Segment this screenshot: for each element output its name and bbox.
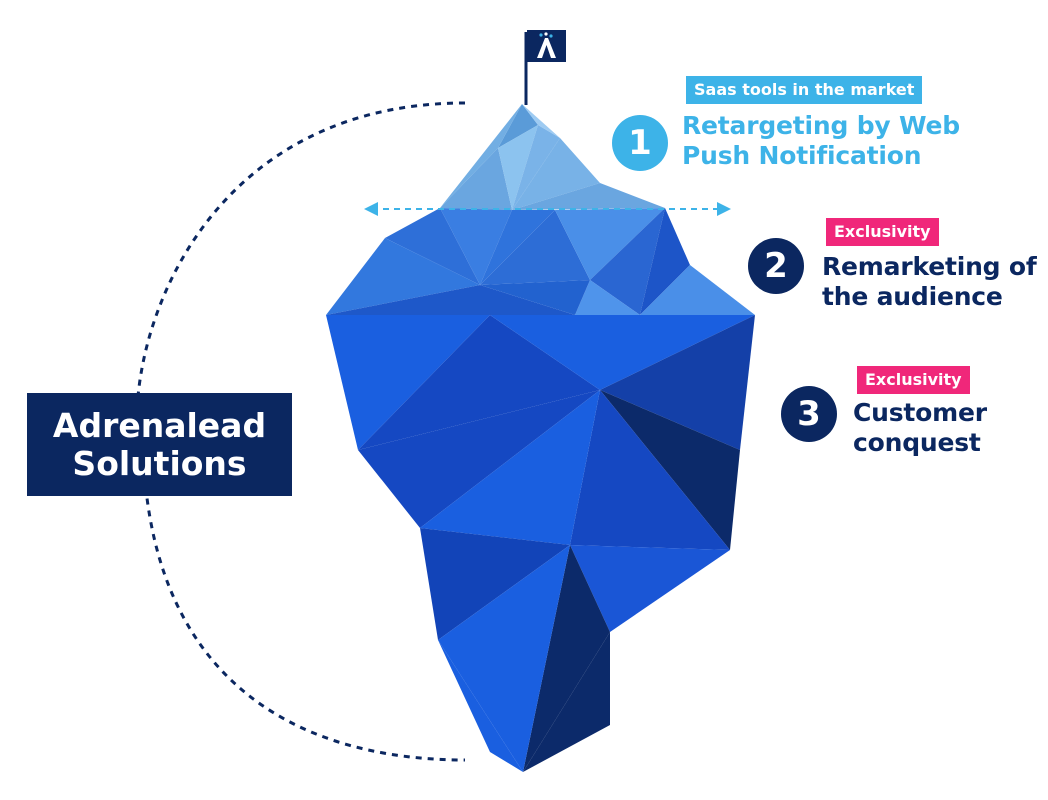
- item-3-title-line-1: Customer: [853, 398, 987, 427]
- letter-a-logo-icon: [537, 32, 556, 58]
- brand-box: Adrenalead Solutions: [27, 393, 292, 496]
- iceberg-tip: [440, 104, 665, 210]
- dashed-arc: [135, 101, 466, 762]
- item-3-title-line-2: conquest: [853, 428, 981, 457]
- waterline-double-arrow: [364, 202, 731, 216]
- iceberg-waterline-band: [326, 208, 755, 315]
- iceberg-underwater: [326, 315, 755, 772]
- item-1-title-line-1: Retargeting by Web: [682, 111, 960, 140]
- item-3-badge: Exclusivity: [857, 366, 970, 394]
- brand-line-2: Solutions: [72, 443, 247, 483]
- item-3-number: 3: [781, 386, 837, 442]
- item-1-title-line-2: Push Notification: [682, 141, 922, 170]
- item-2-badge: Exclusivity: [826, 218, 939, 246]
- brand-line-1: Adrenalead: [52, 405, 267, 445]
- item-2-title: Remarketing of the audience: [822, 252, 1048, 312]
- item-1-number: 1: [612, 115, 668, 171]
- item-1-badge: Saas tools in the market: [686, 76, 923, 104]
- item-1-title: Retargeting by Web Push Notification: [682, 111, 982, 171]
- item-2-title-line-2: the audience: [822, 282, 1003, 311]
- flag: [524, 30, 566, 105]
- item-3-title: Customer conquest: [853, 398, 1048, 458]
- item-2-number: 2: [748, 238, 804, 294]
- item-2-title-line-1: Remarketing of: [822, 252, 1037, 281]
